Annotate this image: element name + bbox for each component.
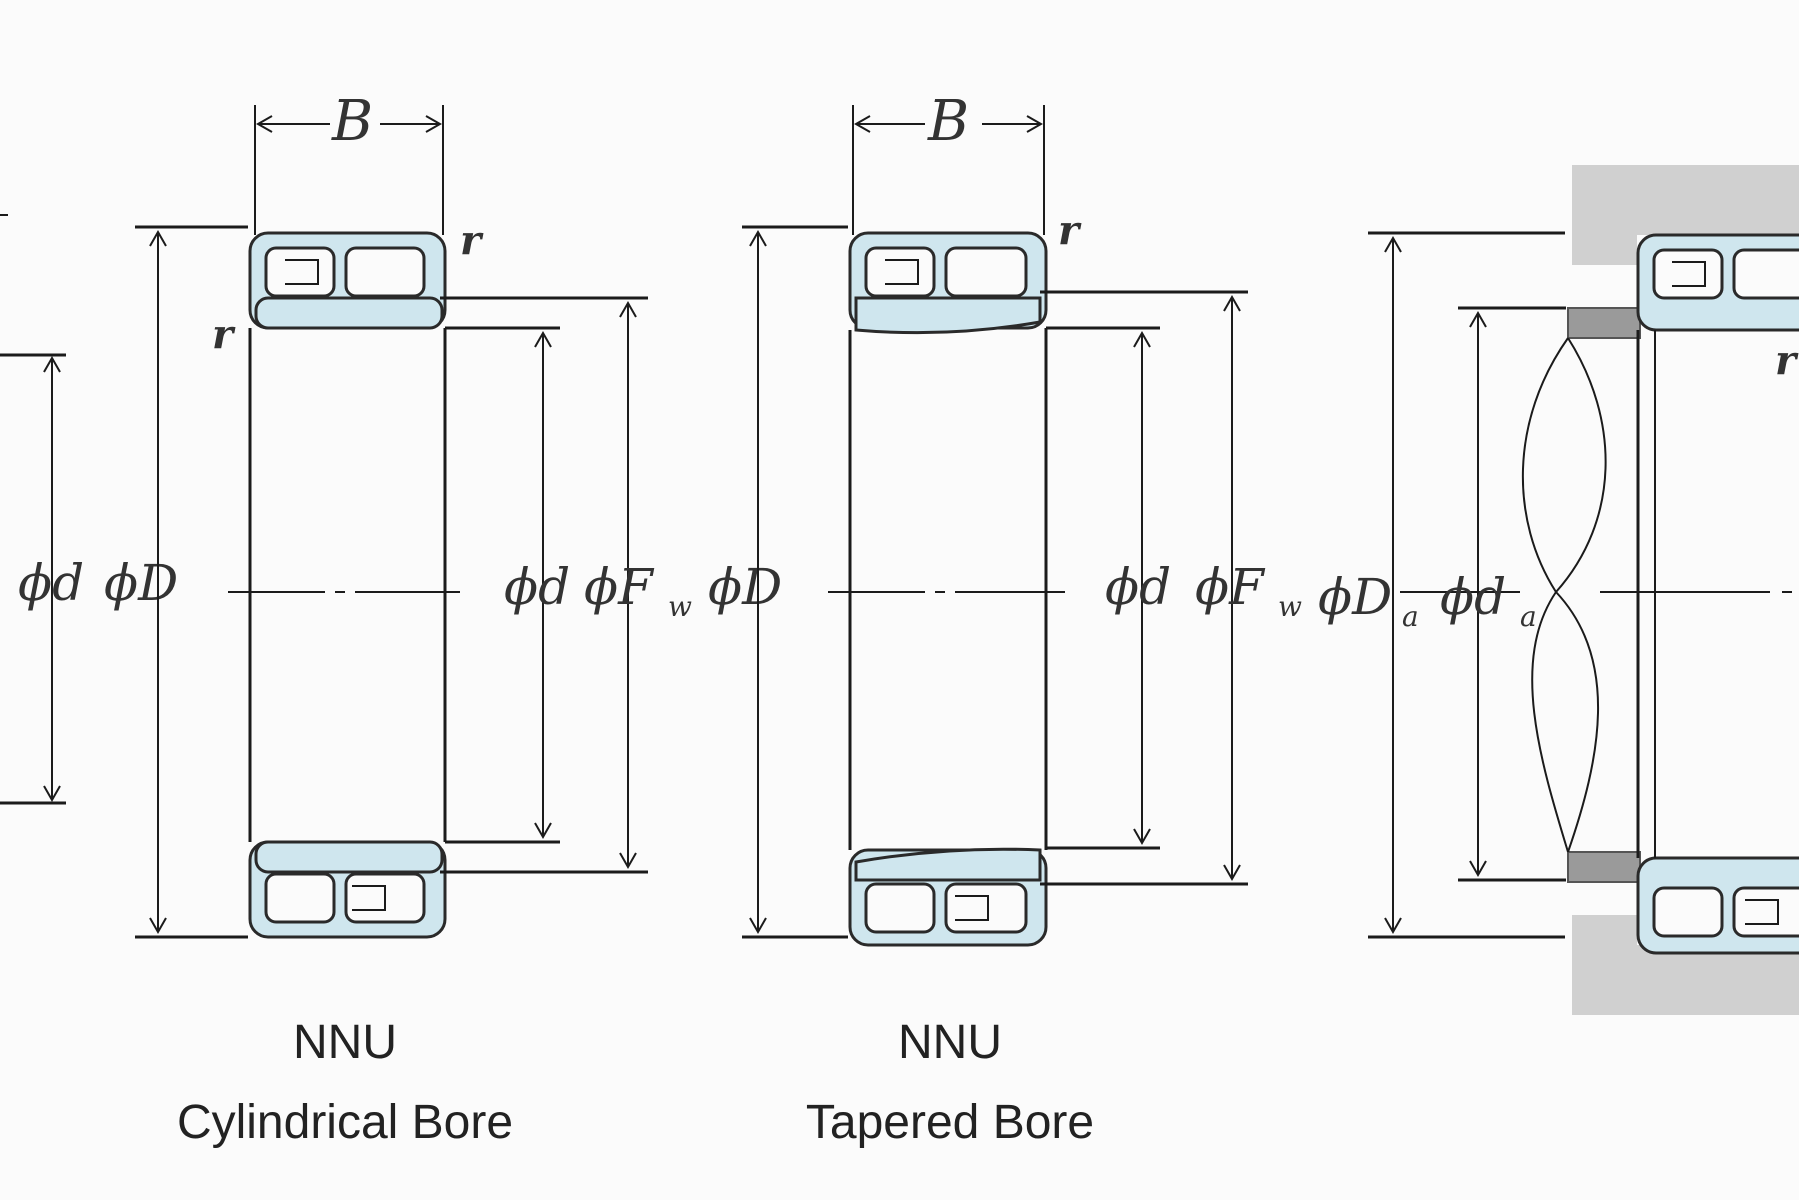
mount-dim-phi-Da: ϕD (1318, 568, 1392, 626)
cyl-dim-phi-d: ϕd (504, 558, 570, 616)
tap-dim-phi-d: ϕd (1105, 558, 1171, 616)
left-dim-phi-d: ϕd (18, 554, 84, 612)
mount-dim-phi-da-subscript: a (1520, 600, 1537, 633)
bearing-tapered-bore (742, 105, 1248, 947)
tap-width-label-B: B (927, 89, 969, 154)
tap-caption-bore: Tapered Bore (806, 1096, 1094, 1149)
mount-dim-phi-da: ϕd (1440, 568, 1506, 626)
left-partial-bearing (0, 214, 66, 805)
bearing-mounted-housing (1368, 165, 1799, 1015)
cyl-caption-bore: Cylindrical Bore (177, 1096, 513, 1149)
tap-chamfer-label-r: r (1058, 207, 1082, 254)
cyl-chamfer-label-r-left: r (212, 311, 236, 358)
cyl-dim-phi-F-subscript: w (668, 590, 692, 623)
tap-dim-phi-F-subscript: w (1278, 590, 1302, 623)
mount-dim-phi-Da-subscript: a (1402, 600, 1419, 633)
cyl-caption-type: NNU (293, 1016, 397, 1069)
cyl-dim-phi-D: ϕD (708, 558, 782, 616)
mount-chamfer-label-r: r (1775, 337, 1799, 384)
cyl-width-label-B: B (331, 89, 373, 154)
tap-dim-phi-F: ϕF (1195, 558, 1266, 616)
cyl-chamfer-label-r-top: r (460, 217, 484, 264)
bearing-cylindrical-bore (135, 105, 648, 939)
left-dim-phi-D: ϕD (104, 554, 178, 612)
cyl-dim-phi-F: ϕF (584, 558, 655, 616)
tap-caption-type: NNU (898, 1016, 1002, 1069)
